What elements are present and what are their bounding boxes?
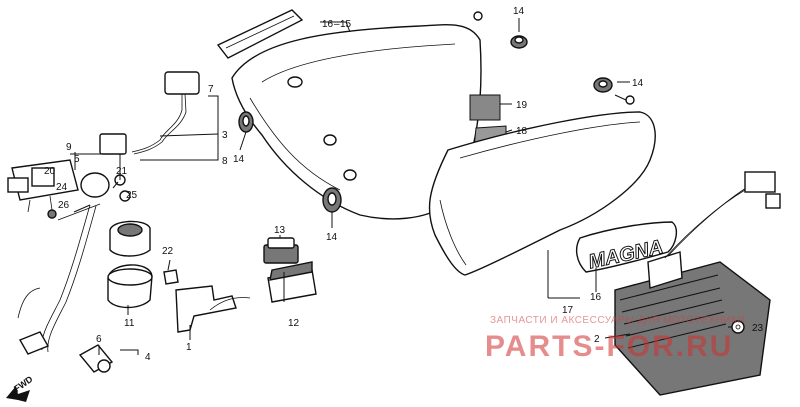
callout-20: 20 <box>44 166 56 177</box>
spark-plug-cap-6 <box>17 287 114 373</box>
callout-2: 2 <box>594 334 600 345</box>
watermark-site: PARTS-FOR.RU <box>485 330 733 363</box>
side-cover-seal-strip <box>216 9 483 59</box>
callout-13: 13 <box>274 225 286 236</box>
callout-1: 1 <box>186 342 192 353</box>
callout-7: 7 <box>208 84 214 95</box>
fwd-label: FWD <box>12 374 35 394</box>
callout-26: 26 <box>58 200 70 211</box>
callout-12: 12 <box>288 318 300 329</box>
fwd-arrow: FWD <box>6 374 35 402</box>
spark-plug-wire-4 <box>41 204 97 353</box>
callout-dash: – <box>334 19 340 30</box>
fuse-holder-7 <box>131 71 200 155</box>
callout-8: 8 <box>222 156 228 167</box>
callout-23: 23 <box>752 323 764 334</box>
callout-9: 9 <box>66 142 72 153</box>
connector-3 <box>99 133 127 155</box>
bolt-23 <box>731 320 745 334</box>
callout-15: 15 <box>340 19 352 30</box>
callout-6: 6 <box>96 334 102 345</box>
callout-24: 24 <box>56 182 68 193</box>
grommet-14-left <box>238 111 254 133</box>
callout-numbers: 16 – 15 14 14 14 14 19 18 16 17 2 23 7 3… <box>44 6 764 363</box>
ignition-coil-11 <box>107 220 153 309</box>
grommet-14-right <box>593 77 613 93</box>
callout-19: 19 <box>516 100 528 111</box>
callout-21: 21 <box>116 166 128 177</box>
regulator-rectifier <box>614 171 781 396</box>
caution-label-19 <box>469 94 501 121</box>
callout-22: 22 <box>162 246 174 257</box>
callout-17: 17 <box>562 305 574 316</box>
callout-4: 4 <box>145 352 151 363</box>
right-side-cover <box>428 94 656 276</box>
callout-11: 11 <box>124 318 135 329</box>
callout-14-left: 14 <box>233 154 245 165</box>
callout-3: 3 <box>222 130 228 141</box>
callout-16-lower: 16 <box>590 292 602 303</box>
bolt-22 <box>163 269 179 285</box>
bracket-1 <box>175 285 251 333</box>
grommet-14-center <box>322 187 342 213</box>
callout-14-center: 14 <box>326 232 338 243</box>
watermark: ЗАПЧАСТИ И АКСЕССУАРЫ ДЛЯ МОТОТЕХНИКИ PA… <box>485 315 745 363</box>
callout-25: 25 <box>126 190 138 201</box>
grommet-14-upper <box>510 35 528 49</box>
callout-16-upper: 16 <box>322 19 334 30</box>
relay-13 <box>263 237 299 264</box>
callout-lines <box>70 18 732 355</box>
callout-14-top: 14 <box>513 6 525 17</box>
watermark-tagline: ЗАПЧАСТИ И АКСЕССУАРЫ ДЛЯ МОТОТЕХНИКИ <box>490 315 745 326</box>
callout-5: 5 <box>74 154 80 165</box>
callout-18: 18 <box>516 126 528 137</box>
callout-14-right: 14 <box>632 78 644 89</box>
relay-12 <box>267 261 317 303</box>
starter-relay-assembly <box>7 159 131 221</box>
